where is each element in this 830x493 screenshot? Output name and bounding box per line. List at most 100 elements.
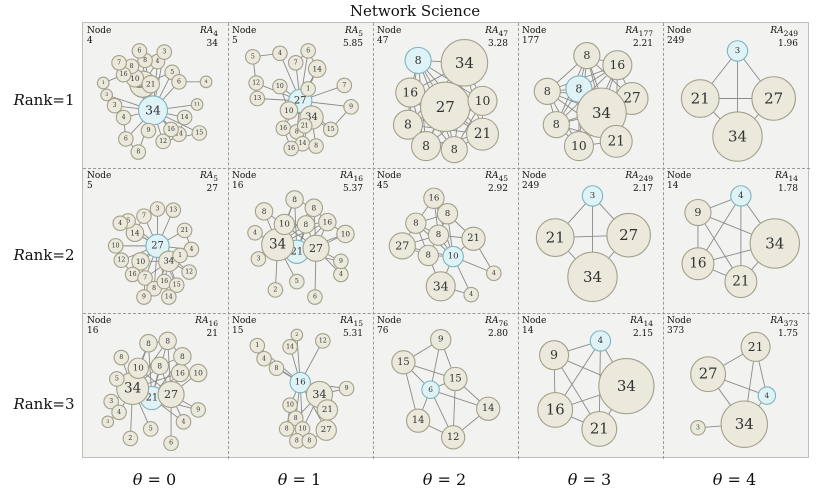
node-info-value: 76 [377, 326, 389, 336]
node-label: 7 [117, 59, 121, 66]
ra-info-value: 1.75 [777, 328, 798, 339]
row-label-rank-2: Rank=2 [6, 246, 82, 264]
node-label: 8 [295, 128, 299, 135]
network-node: 21 [141, 74, 160, 94]
network-node: 2 [122, 430, 139, 447]
node-label: 27 [321, 425, 332, 435]
node-label: 16 [402, 86, 418, 100]
node-label: 14 [482, 403, 495, 414]
ra-info-value: 5.85 [342, 38, 363, 49]
network-node: 4 [199, 75, 213, 89]
network-node: 14 [161, 289, 177, 305]
node-label: 4 [189, 246, 193, 253]
node-label: 4 [278, 50, 282, 57]
network-node: 12 [113, 252, 130, 268]
col-label-theta-3: θ = 3 [517, 470, 662, 489]
network-node: 3 [103, 393, 119, 410]
network-node: 5 [244, 49, 261, 65]
node-label: 1 [178, 252, 182, 259]
center-node: 3 [726, 40, 749, 62]
network-node: 15 [391, 350, 416, 375]
node-label: 27 [436, 98, 455, 116]
network-node: 4 [333, 266, 349, 283]
node-label: 8 [130, 63, 134, 70]
ra-subscript: 47 [498, 28, 508, 38]
network-node: 11 [190, 98, 204, 111]
node-label: 21 [467, 233, 480, 244]
node-label: 9 [349, 103, 353, 110]
col-label-theta-1: θ = 1 [227, 470, 372, 489]
node-info-value: 14 [522, 326, 534, 336]
node-label: 34 [728, 128, 747, 146]
network-node: 10 [273, 213, 296, 236]
node-label: 8 [119, 354, 123, 361]
node-label: 8 [146, 339, 151, 348]
node-info-label: Node [377, 171, 402, 181]
network-node: 4 [256, 350, 272, 367]
col-label-rest: = 0 [142, 470, 177, 489]
node-label: 34 [163, 256, 174, 266]
network-node: 27 [388, 232, 416, 260]
node-label: 27 [151, 240, 164, 251]
network-node: 21 [724, 265, 758, 299]
node-label: 16 [295, 378, 306, 388]
node-label: 8 [136, 149, 140, 156]
node-label: 3 [590, 191, 595, 201]
node-label: 10 [279, 219, 290, 229]
node-label: 4 [156, 58, 160, 65]
ra-label: RA [199, 26, 214, 36]
node-label: 8 [445, 209, 450, 219]
node-info-value: 4 [87, 36, 93, 46]
network-node: 10 [467, 85, 498, 116]
node-label: 34 [592, 104, 611, 122]
node-label: 27 [764, 90, 783, 108]
network-node: 27 [751, 76, 796, 121]
node-info-value: 177 [522, 36, 540, 46]
row-label-rank-3: Rank=3 [6, 395, 82, 413]
node-info-label: Node [87, 171, 112, 181]
network-node: 12 [181, 264, 197, 280]
network-node: 14 [282, 339, 298, 355]
ra-info-label: RA5 [200, 171, 218, 184]
network-node: 8 [410, 131, 442, 162]
col-label-symbol: θ [567, 470, 578, 489]
grid-divider [663, 23, 664, 459]
node-label: 16 [546, 401, 565, 418]
col-label-symbol: θ [277, 470, 288, 489]
center-node: 4 [730, 185, 752, 207]
node-label: 8 [307, 437, 311, 444]
ra-subscript: 16 [208, 318, 218, 328]
col-label-rest: = 4 [722, 470, 757, 489]
node-info-value: 249 [667, 36, 685, 46]
ra-label: RA [775, 171, 789, 181]
node-label: 16 [120, 71, 128, 78]
network-node: 1 [249, 337, 266, 354]
node-label: 3 [109, 398, 113, 405]
network-node: 21 [461, 226, 486, 251]
network-node: 3 [250, 251, 267, 267]
ra-subscript: 249 [638, 173, 653, 183]
node-label: 10 [475, 94, 491, 108]
node-info-value: 5 [232, 36, 238, 46]
node-label: 5 [295, 278, 299, 285]
node-info-value: 5 [87, 181, 93, 191]
ra-info-value: 5.37 [342, 183, 363, 194]
node-label: 15 [397, 357, 410, 368]
node-label: 6 [169, 440, 173, 447]
network-node: 21 [599, 124, 633, 158]
